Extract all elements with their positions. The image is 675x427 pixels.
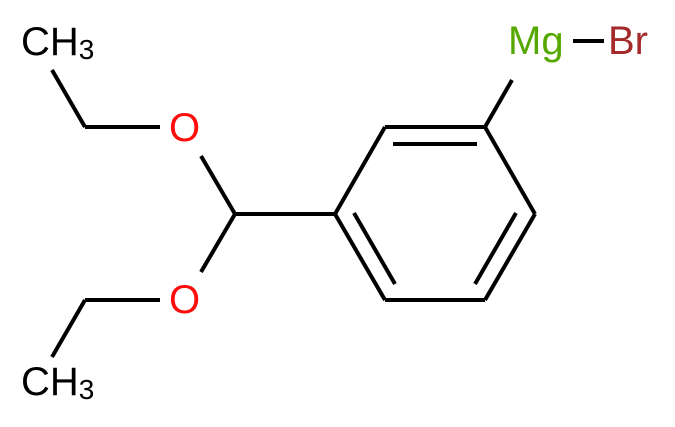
bond-ch2-ch3-bottom	[50, 298, 87, 359]
atom-ch3-bottom-subscript: 3	[79, 374, 95, 405]
atom-oxygen-bottom: O	[169, 278, 200, 322]
atom-ch3-top: CH3	[21, 20, 94, 65]
atom-ch3-bottom: CH3	[21, 360, 94, 405]
bond-acetal-o-bottom	[199, 212, 237, 274]
atom-mg: Mg	[508, 19, 564, 63]
bond-ring-lower-right-inner	[473, 211, 518, 286]
bond-ring-lower-left-inner	[352, 211, 397, 286]
bond-ring-mg	[483, 79, 514, 128]
atom-ch3-bottom-label: CH	[21, 360, 79, 404]
bond-ring-upper-right	[483, 126, 537, 215]
bond-ring-lower-right	[483, 212, 537, 302]
bond-acetal-o-top	[199, 154, 237, 216]
benzene-ring	[333, 125, 537, 302]
atom-ch3-top-label: CH	[21, 20, 79, 64]
bond-ring-upper-left	[333, 126, 387, 215]
bond-ring-lower-left	[333, 212, 387, 302]
bond-ch2-ch3-top	[50, 68, 87, 129]
atom-br: Br	[608, 19, 648, 63]
atom-ch3-top-subscript: 3	[79, 34, 95, 65]
atom-oxygen-top: O	[169, 106, 200, 150]
